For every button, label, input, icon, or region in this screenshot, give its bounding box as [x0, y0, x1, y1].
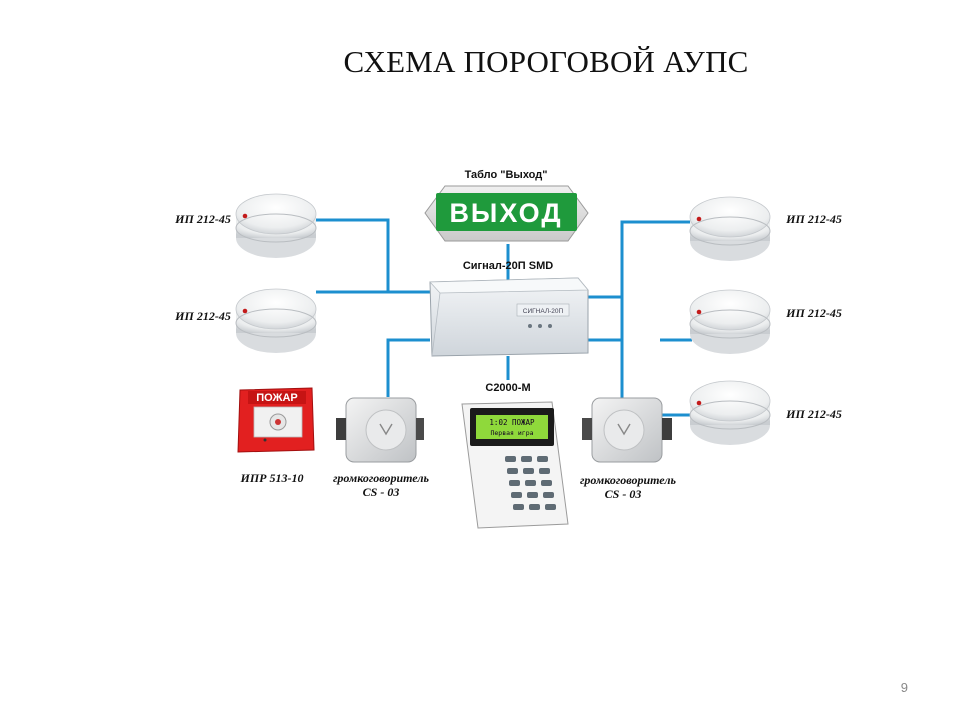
- keypad-lcd-line1: 1:02 ПОЖАР: [489, 418, 535, 427]
- right-detector-label-2: ИП 212-45: [785, 306, 842, 320]
- exit-sign-text: ВЫХОД: [449, 198, 562, 228]
- speaker-right-label-1: громкоговоритель: [580, 473, 676, 487]
- keypad-lcd-line2: Первая игра: [490, 429, 533, 437]
- slide-title: СХЕМА ПОРОГОВОЙ АУПС: [343, 44, 749, 79]
- right-detector-label-3: ИП 212-45: [785, 407, 842, 421]
- wiring: [316, 218, 692, 417]
- left-detector-label-1: ИП 212-45: [174, 212, 231, 226]
- wire-right-top: [585, 220, 692, 299]
- call-point-label: ИПР 513-10: [240, 471, 304, 485]
- loudspeaker-icon: [582, 397, 672, 463]
- controller-caption: Сигнал-20П SMD: [463, 260, 553, 272]
- speaker-right-label-2: CS - 03: [605, 487, 642, 501]
- manual-call-point-icon: ПОЖАР: [237, 387, 315, 453]
- smoke-detector-icon: [235, 193, 317, 258]
- wire-right-speaker: [585, 338, 624, 399]
- exit-sign-icon: ВЫХОД: [424, 185, 589, 242]
- smoke-detector-icon: [689, 380, 771, 445]
- page-number: 9: [900, 680, 908, 695]
- wire-left-top: [316, 218, 430, 294]
- controller-icon: СИГНАЛ-20П: [429, 277, 589, 357]
- speaker-left-label-2: CS - 03: [363, 485, 400, 499]
- wire-left-speaker: [386, 338, 430, 397]
- keypad-caption: С2000-М: [485, 382, 530, 394]
- smoke-detector-icon: [689, 289, 771, 354]
- smoke-detector-icon: [235, 288, 317, 353]
- call-point-banner: ПОЖАР: [256, 392, 298, 404]
- smoke-detector-icon: [689, 196, 771, 261]
- controller-plate-text: СИГНАЛ-20П: [523, 308, 564, 315]
- exit-sign-caption: Табло "Выход": [465, 169, 548, 181]
- right-detector-label-1: ИП 212-45: [785, 212, 842, 226]
- left-detector-label-2: ИП 212-45: [174, 309, 231, 323]
- keypad-icon: 1:02 ПОЖАР Первая игра: [461, 401, 569, 529]
- speaker-left-label-1: громкоговоритель: [333, 471, 429, 485]
- loudspeaker-icon: [336, 397, 424, 463]
